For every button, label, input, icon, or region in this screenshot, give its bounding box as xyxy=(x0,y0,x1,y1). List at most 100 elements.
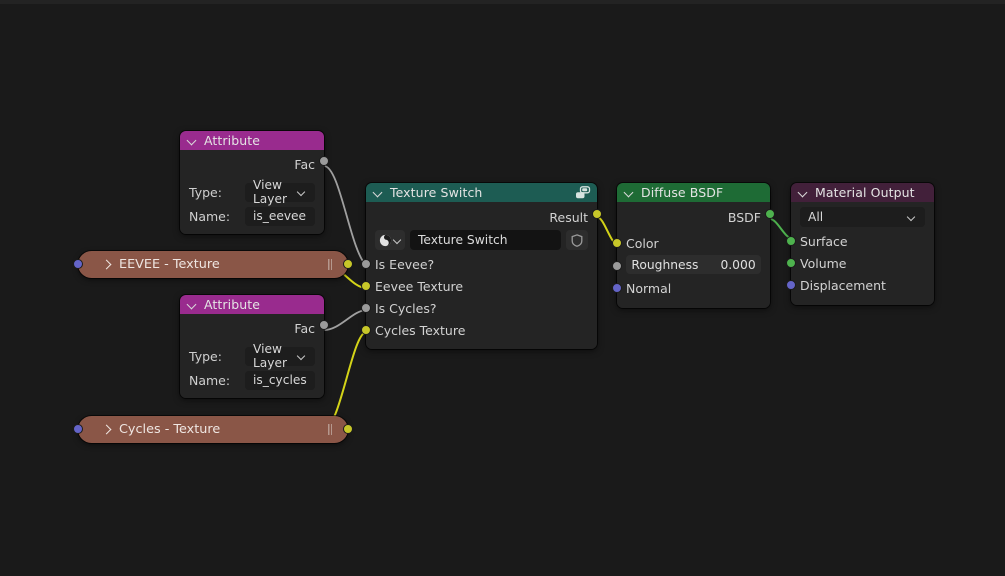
output-label-bsdf: BSDF xyxy=(727,209,761,225)
dropdown-value: View Layer xyxy=(253,178,287,206)
input-row-surface: Surface xyxy=(786,230,934,252)
socket-input-roughness[interactable] xyxy=(612,261,622,271)
chevron-down-icon xyxy=(394,236,402,245)
socket-input-color[interactable] xyxy=(612,238,622,248)
chevron-down-icon xyxy=(298,188,307,197)
node-header[interactable]: Attribute xyxy=(180,131,324,150)
node-cycles-texture-collapsed[interactable]: Cycles - Texture xyxy=(73,416,353,443)
socket-input-displacement[interactable] xyxy=(786,280,796,290)
socket-input-eevee-texture[interactable] xyxy=(361,281,371,291)
input-label-color: Color xyxy=(626,235,659,251)
node-header[interactable]: Attribute xyxy=(180,295,324,314)
text-input-attribute-name[interactable]: is_eevee xyxy=(245,206,315,226)
dropdown-attribute-type[interactable]: View Layer xyxy=(245,342,315,370)
output-label-fac: Fac xyxy=(294,156,315,172)
text-input-attribute-name[interactable]: is_cycles xyxy=(245,370,315,390)
node-title: Cycles - Texture xyxy=(119,422,221,437)
chevron-down-icon xyxy=(908,213,917,222)
input-label-volume: Volume xyxy=(800,255,847,271)
input-row-eevee-texture: Eevee Texture xyxy=(361,275,597,297)
node-header[interactable]: Diffuse BSDF xyxy=(617,183,770,202)
socket-output-result[interactable] xyxy=(592,209,602,219)
target-row: All xyxy=(791,202,934,230)
node-group-icon[interactable] xyxy=(575,186,591,203)
node-title: Diffuse BSDF xyxy=(641,185,724,200)
collapsed-sockets-indicator-icon xyxy=(328,424,332,435)
node-eevee-texture-collapsed[interactable]: EEVEE - Texture xyxy=(73,251,353,278)
link-bsdf-to-surface xyxy=(769,218,792,239)
socket-input-volume[interactable] xyxy=(786,258,796,268)
node-attribute-cycles[interactable]: Attribute Fac Type: View Layer Name: is_… xyxy=(180,295,329,398)
property-name: Name: is_cycles xyxy=(180,368,324,392)
group-datablock-selector: Texture Switch xyxy=(366,228,597,253)
chevron-down-icon xyxy=(298,352,307,361)
output-label-fac: Fac xyxy=(294,320,315,336)
input-label-displacement: Displacement xyxy=(800,277,886,293)
dropdown-value: All xyxy=(808,210,824,224)
collapse-chevron-down-icon[interactable] xyxy=(187,135,198,146)
group-name-field[interactable]: Texture Switch xyxy=(410,230,561,250)
socket-input-cycles-texture[interactable] xyxy=(361,325,371,335)
collapse-chevron-down-icon[interactable] xyxy=(187,299,198,310)
node-attribute-eevee[interactable]: Attribute Fac Type: View Layer Name: is_… xyxy=(180,131,329,234)
dropdown-attribute-type[interactable]: View Layer xyxy=(245,178,315,206)
input-row-is-cycles: Is Cycles? xyxy=(361,297,597,319)
input-row-color: Color xyxy=(612,232,770,254)
input-row-is-eevee: Is Eevee? xyxy=(361,253,597,275)
expand-chevron-right-icon[interactable] xyxy=(102,260,112,270)
socket-output-collapsed[interactable] xyxy=(343,259,353,269)
node-texture-switch-group[interactable]: Texture Switch Result xyxy=(361,183,602,349)
socket-output-bsdf[interactable] xyxy=(765,209,775,219)
socket-input-is-eevee[interactable] xyxy=(361,259,371,269)
link-attribute-cycles-to-is-cycles xyxy=(323,309,367,331)
socket-input-surface[interactable] xyxy=(786,236,796,246)
node-body: Fac Type: View Layer Name: is_cycles xyxy=(180,314,329,398)
node-body: Fac Type: View Layer Name: is_eevee xyxy=(180,150,329,234)
input-row-cycles-texture: Cycles Texture xyxy=(361,319,597,341)
collapse-chevron-down-icon[interactable] xyxy=(798,187,809,198)
socket-input-collapsed[interactable] xyxy=(73,424,83,434)
node-title: EEVEE - Texture xyxy=(119,257,220,272)
dropdown-output-target[interactable]: All xyxy=(800,207,925,227)
socket-input-normal[interactable] xyxy=(612,283,622,293)
output-row-fac: Fac xyxy=(180,314,329,339)
slider-label-roughness: Roughness xyxy=(631,257,699,272)
socket-input-collapsed[interactable] xyxy=(73,259,83,269)
node-title: Material Output xyxy=(815,185,915,200)
socket-output-collapsed[interactable] xyxy=(343,424,353,434)
output-label-result: Result xyxy=(549,209,588,225)
dropdown-value: View Layer xyxy=(253,342,287,370)
input-label-eevee-texture: Eevee Texture xyxy=(375,278,464,294)
fake-user-shield-icon[interactable] xyxy=(566,230,588,250)
input-label-normal: Normal xyxy=(626,280,672,296)
output-row-fac: Fac xyxy=(180,150,329,175)
collapse-chevron-down-icon[interactable] xyxy=(624,187,635,198)
property-type: Type: View Layer xyxy=(180,342,324,370)
input-label-surface: Surface xyxy=(800,233,848,249)
input-row-normal: Normal xyxy=(612,277,770,299)
node-header[interactable]: Texture Switch xyxy=(366,183,597,202)
collapsed-sockets-indicator-icon xyxy=(328,259,332,270)
property-label-name: Name: xyxy=(189,372,231,388)
property-name: Name: is_eevee xyxy=(180,204,324,228)
node-material-output[interactable]: Material Output All Surface Volume Displ… xyxy=(786,183,934,305)
collapse-chevron-down-icon[interactable] xyxy=(373,187,384,198)
socket-output-fac[interactable] xyxy=(319,320,329,330)
node-diffuse-bsdf[interactable]: Diffuse BSDF BSDF Color Roughness 0.000 … xyxy=(612,183,775,308)
node-header[interactable]: Material Output xyxy=(791,183,934,202)
property-label-type: Type: xyxy=(189,184,222,200)
value-slider-roughness[interactable]: Roughness 0.000 xyxy=(626,255,761,274)
input-row-volume: Volume xyxy=(786,252,934,274)
input-label-is-cycles: Is Cycles? xyxy=(375,300,437,316)
input-label-is-eevee: Is Eevee? xyxy=(375,256,435,272)
node-title: Attribute xyxy=(204,297,261,312)
expand-chevron-right-icon[interactable] xyxy=(102,425,112,435)
property-label-name: Name: xyxy=(189,208,231,224)
socket-output-fac[interactable] xyxy=(319,156,329,166)
link-cycles-texture-to-cycles-texture-input xyxy=(323,331,367,430)
socket-input-is-cycles[interactable] xyxy=(361,303,371,313)
node-body: Result Texture Switch xyxy=(361,202,602,349)
node-group-datablock-icon[interactable] xyxy=(375,230,405,250)
output-row-result: Result xyxy=(366,202,602,228)
